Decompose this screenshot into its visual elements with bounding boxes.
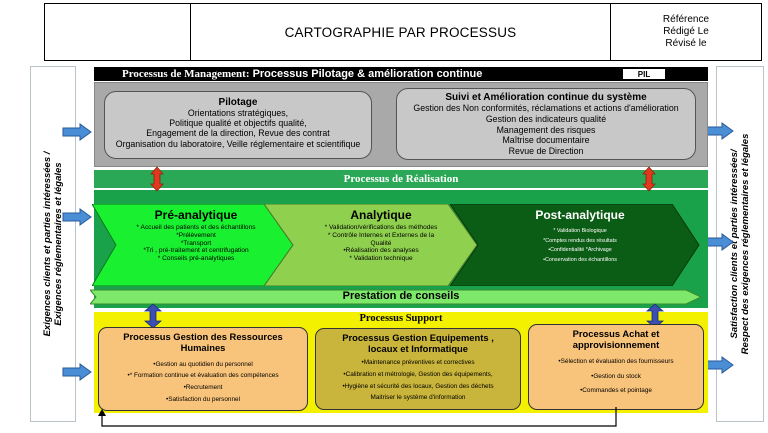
analytique-item: Qualité	[370, 239, 392, 247]
grh-item: •Gestion au quotidien du personnel	[153, 360, 253, 368]
equipements-items: •Maintenance préventives et correctives …	[342, 355, 493, 401]
achat-process-box: Processus Achat et approvisionnement •Sé…	[528, 324, 704, 410]
process-code-badge: PIL	[622, 68, 666, 80]
support-band: Processus Support	[94, 312, 708, 325]
grh-item: •Recrutement	[183, 384, 223, 392]
reference-label: Référence	[662, 14, 710, 25]
grh-item: •Satisfaction du personnel	[165, 395, 240, 403]
pilotage-box: Pilotage Orientations stratégiques, Poli…	[104, 91, 372, 159]
pre-analytique-item: * Conseils pré-analytiques	[157, 255, 235, 263]
pre-analytique-item: *Tri , pré-traitement et centrifugation	[143, 247, 249, 255]
management-label-suffix: Processus Pilotage & amélioration contin…	[252, 68, 483, 80]
pilotage-item: Politique qualité et objectifs qualité,	[169, 118, 307, 129]
analytique-item: * Contrôle Internes et Externes de la	[327, 231, 435, 239]
grh-items: •Gestion au quotidien du personnel •* Fo…	[127, 356, 278, 403]
suivi-item: Management des risques	[496, 124, 596, 135]
suivi-title: Suivi et Amélioration continue du systèm…	[445, 92, 647, 103]
pre-analytique-text: Pré-analytique * Accueil des patients et…	[112, 208, 280, 263]
suivi-item: Gestion des indicateurs qualité	[485, 113, 607, 124]
post-analytique-text: Post-analytique * Validation Biologique …	[486, 208, 674, 265]
analytique-chevron	[264, 204, 478, 286]
pilotage-item: Organisation du laboratoire, Veille régl…	[115, 138, 361, 149]
input-side-panel	[30, 66, 76, 422]
grh-title: Processus Gestion des Ressources	[123, 331, 283, 342]
equipements-item: •Maintenance préventives et correctives	[361, 359, 475, 367]
grh-item: •* Formation continue et évaluation des …	[127, 372, 279, 380]
post-analytique-item: * Validation Biologique	[553, 228, 607, 234]
input-line-2: Exigences réglementaires et légales	[53, 162, 64, 326]
link-arrow-right	[642, 166, 656, 192]
input-arrow-realisation	[62, 208, 92, 226]
input-arrow-management	[62, 123, 92, 141]
feedback-loop-line	[98, 407, 617, 427]
post-analytique-chevron	[450, 204, 700, 286]
pre-analytique-chevron	[92, 204, 294, 286]
suivi-item: Maîtrise documentaire	[502, 135, 590, 146]
header-logo-cell	[45, 4, 191, 60]
pilotage-item: Orientations stratégiques,	[187, 108, 289, 118]
analytique-text: Analytique * Validation/vérifications de…	[296, 208, 466, 263]
redige-label: Rédigé Le	[663, 26, 709, 37]
analytique-item: * Validation technique	[349, 255, 413, 263]
achat-items: •Sélection et évaluation des fournisseur…	[558, 351, 673, 394]
achat-item: •Gestion du stock	[591, 372, 641, 380]
post-analytique-item: •Confidentialité *Archivage	[548, 247, 612, 253]
pre-analytique-title: Pré-analytique	[154, 208, 238, 222]
page-title: CARTOGRAPHIE PAR PROCESSUS	[191, 4, 611, 60]
pilotage-item: Engagement de la direction, Revue des co…	[146, 128, 330, 139]
header-table: CARTOGRAPHIE PAR PROCESSUS Référence Réd…	[44, 3, 762, 61]
analytique-item: * Validation/vérifications des méthodes	[324, 224, 438, 231]
post-analytique-item: •Conservation des échantillons	[543, 256, 617, 263]
equipements-item: •Hygiène et sécurité des locaux, Gestion…	[342, 382, 494, 390]
achat-item: •Sélection et évaluation des fournisseur…	[558, 358, 674, 366]
link-arrow-left	[150, 166, 164, 192]
input-requirements-text: Exigences clients et parties intéressées…	[42, 152, 64, 337]
equipements-title: Processus Gestion Equipements ,	[342, 332, 494, 343]
input-arrow-support	[62, 363, 92, 381]
post-analytique-title: Post-analytique	[535, 208, 625, 222]
suivi-amelioration-box: Suivi et Amélioration continue du systèm…	[396, 88, 696, 160]
management-header-bar	[94, 67, 708, 81]
support-link-arrow-left	[144, 303, 162, 329]
conseils-label: Prestation de conseils	[342, 290, 460, 302]
grh-title: Humaines	[180, 341, 226, 353]
equipements-item: Maitriser le système d'information	[370, 394, 466, 402]
pilotage-title: Pilotage	[218, 97, 258, 108]
achat-title: approvisionnement	[572, 338, 660, 350]
achat-item: •Commandes et pointage	[580, 387, 652, 394]
achat-title: Processus Achat et	[572, 328, 660, 339]
pre-analytique-item: *Prélèvement	[176, 231, 216, 239]
post-analytique-item: *Comptes rendus des résultats	[543, 237, 617, 244]
output-arrow-management	[704, 122, 734, 140]
conseils-arrow	[90, 289, 702, 305]
pre-analytique-item: *Transport	[180, 239, 212, 247]
analytique-item: •Réalisation des analyses	[343, 247, 419, 255]
equipements-title: locaux et Informatique	[367, 342, 469, 354]
analytique-title: Analytique	[350, 208, 412, 222]
management-title: Processus de Management: Processus Pilot…	[122, 67, 482, 81]
grh-process-box: Processus Gestion des Ressources Humaine…	[98, 327, 308, 411]
output-line-2: Respect des exigences réglementaires et …	[740, 133, 751, 355]
equipements-item: •Calibration et métrologie, Gestion des …	[343, 370, 493, 378]
header-reference-cell: Référence Rédigé Le Révisé le	[611, 4, 761, 60]
suivi-item: Revue de Direction	[508, 146, 584, 157]
revise-label: Révisé le	[665, 38, 707, 49]
input-line-1: Exigences clients et parties intéressées…	[42, 151, 53, 337]
management-label-prefix: Processus de Management:	[122, 68, 250, 80]
output-arrow-support	[704, 356, 734, 374]
equipements-process-box: Processus Gestion Equipements , locaux e…	[315, 328, 521, 410]
suivi-item: Gestion des Non conformités, réclamation…	[413, 103, 679, 113]
pre-analytique-item: * Accueil des patients et des échantillo…	[136, 224, 256, 231]
output-arrow-realisation	[704, 233, 734, 251]
realisation-band: Processus de Réalisation	[94, 170, 708, 188]
